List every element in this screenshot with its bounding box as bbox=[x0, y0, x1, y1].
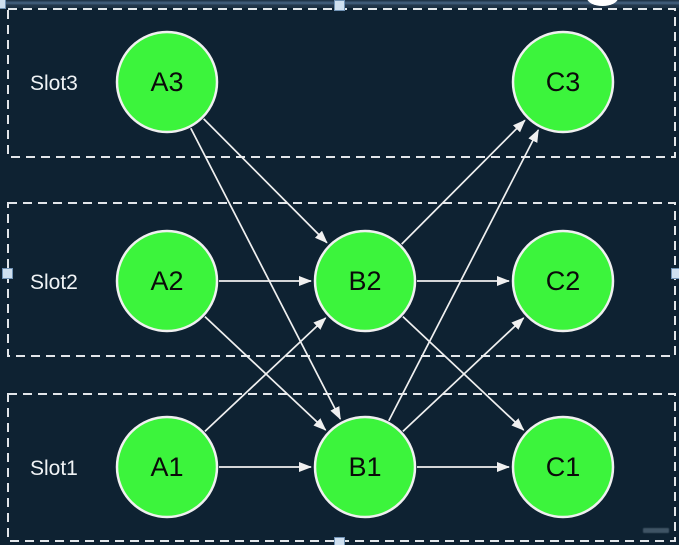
edge-B2-to-C3[interactable] bbox=[401, 119, 526, 245]
resize-handle-top-left[interactable] bbox=[0, 0, 6, 9]
edge-B1-to-C2[interactable] bbox=[402, 317, 525, 433]
node-circle[interactable] bbox=[313, 415, 417, 519]
resize-handle-right-middle[interactable] bbox=[671, 268, 679, 279]
node-circle[interactable] bbox=[511, 229, 615, 333]
edge-A3-to-B2[interactable] bbox=[203, 118, 328, 244]
node-circle[interactable] bbox=[115, 229, 219, 333]
slot-box-Slot2[interactable] bbox=[7, 202, 676, 357]
node-C2[interactable]: C2 bbox=[511, 229, 615, 333]
slot-label: Slot2 bbox=[30, 271, 78, 294]
node-label: B1 bbox=[348, 452, 381, 482]
node-C1[interactable]: C1 bbox=[511, 415, 615, 519]
resize-handle-left-middle[interactable] bbox=[2, 268, 13, 279]
slot-label: Slot1 bbox=[30, 457, 78, 480]
node-label: C3 bbox=[546, 67, 581, 97]
node-A1[interactable]: A1 bbox=[115, 415, 219, 519]
node-B2[interactable]: B2 bbox=[313, 229, 417, 333]
edge-A1-to-B2[interactable] bbox=[204, 317, 327, 433]
partial-node-above bbox=[587, 0, 618, 6]
node-C3[interactable]: C3 bbox=[511, 30, 615, 134]
edge-A3-to-B1[interactable] bbox=[190, 127, 342, 420]
edge-A2-to-B1[interactable] bbox=[204, 315, 327, 431]
node-A2[interactable]: A2 bbox=[115, 229, 219, 333]
node-circle[interactable] bbox=[511, 415, 615, 519]
node-circle[interactable] bbox=[511, 30, 615, 134]
node-label: C2 bbox=[546, 266, 581, 296]
watermark bbox=[643, 528, 669, 533]
slot-label: Slot3 bbox=[30, 72, 78, 95]
node-circle[interactable] bbox=[313, 229, 417, 333]
edge-B2-to-C1[interactable] bbox=[402, 315, 525, 431]
node-label: C1 bbox=[546, 452, 581, 482]
node-label: B2 bbox=[348, 266, 381, 296]
node-label: A2 bbox=[150, 266, 183, 296]
node-label: A3 bbox=[150, 67, 183, 97]
resize-handle-top-center[interactable] bbox=[334, 0, 345, 11]
node-circle[interactable] bbox=[115, 30, 219, 134]
node-label: A1 bbox=[150, 452, 183, 482]
node-A3[interactable]: A3 bbox=[115, 30, 219, 134]
node-B1[interactable]: B1 bbox=[313, 415, 417, 519]
edge-B1-to-C3[interactable] bbox=[388, 129, 540, 422]
resize-handle-bottom-center[interactable] bbox=[334, 537, 345, 545]
node-circle[interactable] bbox=[115, 415, 219, 519]
